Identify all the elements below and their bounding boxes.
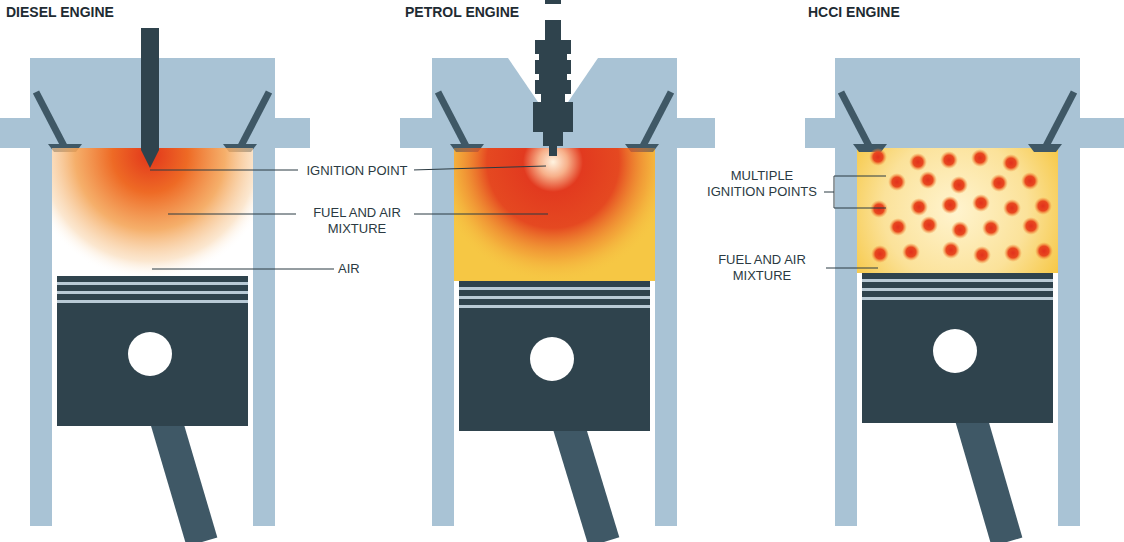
leader-line	[824, 192, 834, 193]
leader-line	[834, 176, 886, 177]
engine-title: HCCI ENGINE	[808, 4, 1008, 20]
leader-line	[414, 214, 548, 215]
part-label: AIR	[336, 261, 362, 277]
cylinder	[400, 0, 715, 542]
part-label: FUEL AND AIR MIXTURE	[700, 252, 824, 284]
cylinder	[805, 58, 1124, 542]
engine-title: PETROL ENGINE	[405, 4, 605, 20]
engine-title: DIESEL ENGINE	[6, 4, 206, 20]
leader-line	[150, 170, 298, 171]
leader-line	[834, 208, 886, 209]
fuel-injector	[141, 28, 159, 168]
leader-line	[152, 269, 334, 270]
cylinder	[0, 28, 310, 542]
part-label: FUEL AND AIR MIXTURE	[300, 205, 414, 237]
part-label: MULTIPLE IGNITION POINTS	[700, 168, 824, 200]
leader-line	[826, 268, 878, 269]
spark-plug	[533, 0, 573, 156]
leader-line	[168, 214, 296, 215]
leader-line	[834, 176, 835, 208]
part-label: IGNITION POINT	[300, 163, 414, 179]
leader-line	[412, 166, 546, 170]
